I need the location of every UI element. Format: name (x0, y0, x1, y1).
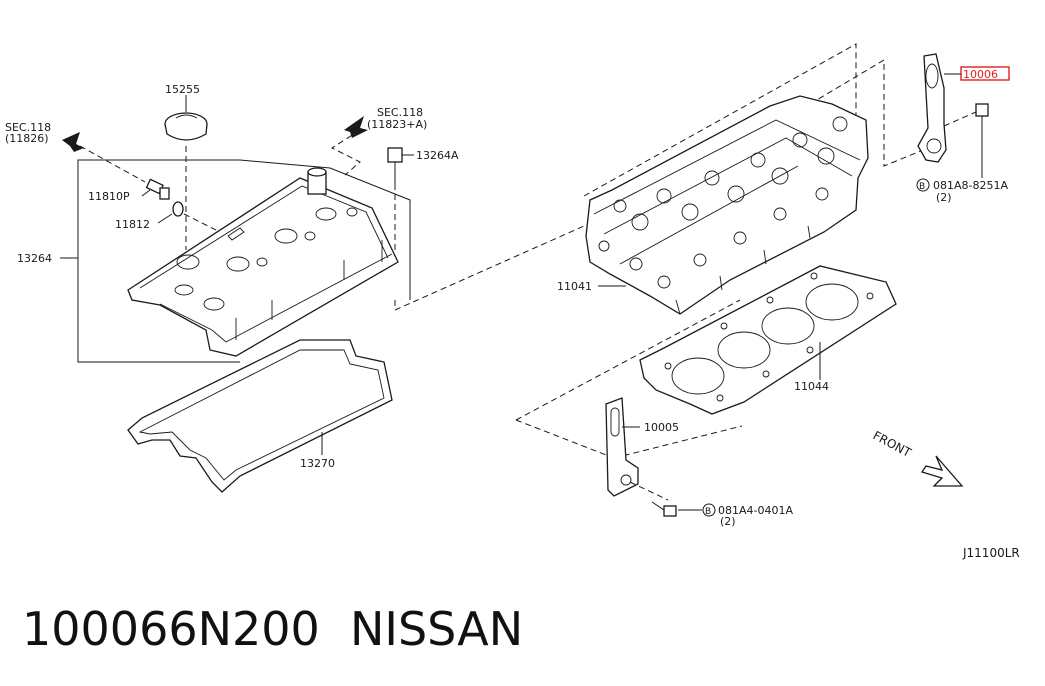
label-front: FRONT (871, 428, 914, 460)
engine-slinger-10005 (605, 397, 639, 497)
circle-b-marker (702, 503, 716, 517)
label-circle-b: B (705, 507, 711, 517)
label-13270: 13270 (300, 457, 335, 470)
footer-brand: NISSAN (350, 602, 523, 656)
circle-b-marker (916, 178, 930, 192)
engine-slinger-10006 (917, 53, 947, 163)
label-bolt-0401a: 081A4-0401A (718, 504, 793, 517)
rocker-cover (127, 167, 399, 357)
bolt-081a4-0401a (651, 501, 677, 517)
arrow-sec118-left (62, 132, 146, 183)
rocker-cover-gasket (127, 339, 393, 493)
front-arrow-icon (920, 455, 964, 487)
label-11044: 11044 (794, 380, 829, 393)
label-bolt-0401a-qty: (2) (720, 515, 736, 528)
label-11810p: 11810P (88, 190, 130, 203)
label-10006: 10006 (963, 68, 998, 81)
label-bolt-8251a-qty: (2) (936, 191, 952, 204)
label-13264a: 13264A (416, 149, 459, 162)
head-gasket (639, 265, 897, 415)
bolt-11810p (145, 178, 170, 200)
label-bolt-8251a: 081A8-8251A (933, 179, 1008, 192)
bolt-13264a (387, 147, 403, 250)
label-11041: 11041 (557, 280, 592, 293)
label-sec118-left-code: (11826) (5, 132, 49, 145)
label-15255: 15255 (165, 83, 200, 96)
head-boundary-dashes (394, 43, 929, 459)
cylinder-head (585, 95, 869, 315)
oil-filler-cap (164, 112, 208, 250)
label-sec118-left: SEC.118 (5, 121, 51, 134)
bolt-081a8-8251a (943, 103, 989, 178)
bracket-13264 (77, 159, 240, 363)
label-circle-b: B (919, 182, 925, 192)
footer-part-number: 100066N200 (22, 602, 320, 656)
label-sec118-right: SEC.118 (377, 106, 423, 119)
grommet-11812 (172, 201, 184, 217)
diagram-reference: J11100LR (962, 546, 1020, 560)
label-11812: 11812 (115, 218, 150, 231)
label-13264: 13264 (17, 252, 52, 265)
arrow-sec118-right (330, 116, 368, 176)
label-sec118-right-code: (11823+A) (367, 118, 427, 131)
label-10005: 10005 (644, 421, 679, 434)
